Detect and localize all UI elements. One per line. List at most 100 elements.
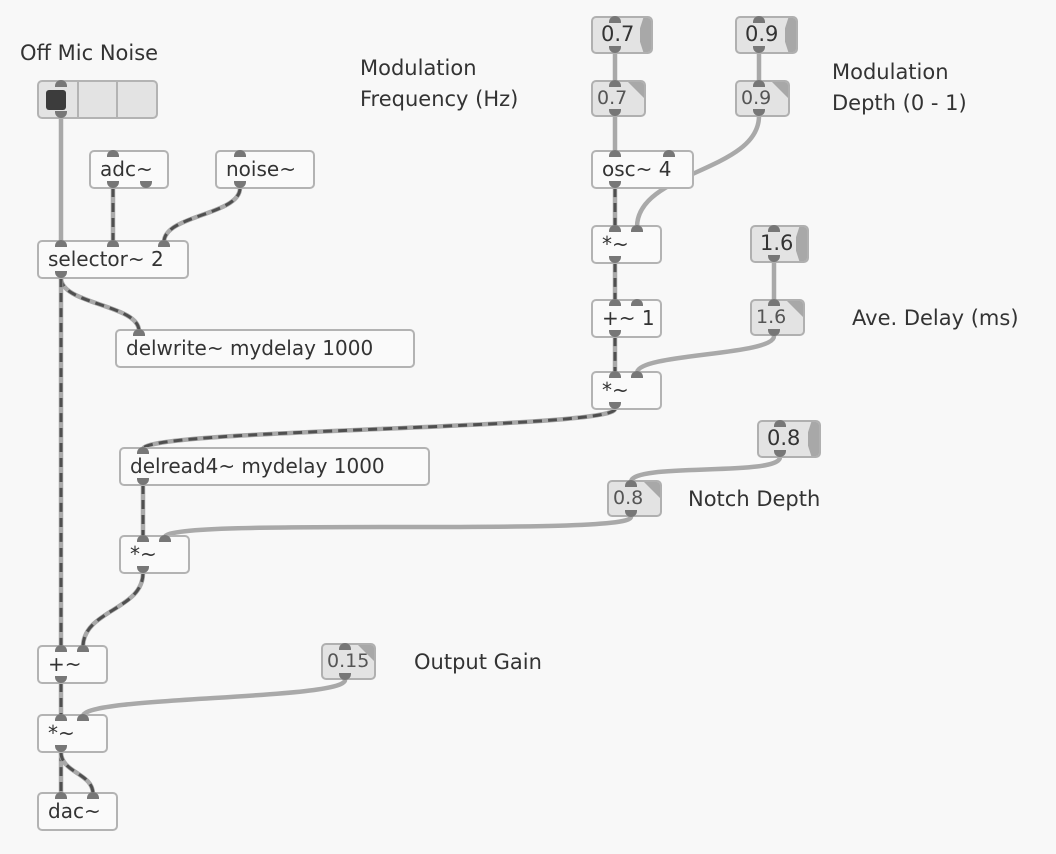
object-adc[interactable]: adc~ xyxy=(89,150,169,189)
inlet-port[interactable] xyxy=(609,225,621,232)
outlet-port[interactable] xyxy=(107,181,119,188)
inlet-port[interactable] xyxy=(339,643,351,650)
object-multiply-2[interactable]: *~ xyxy=(591,371,662,410)
inlet-port[interactable] xyxy=(55,80,67,87)
flonum-value: 0.15 xyxy=(327,650,370,672)
inlet-port[interactable] xyxy=(87,792,99,799)
object-add-1[interactable]: +~ 1 xyxy=(591,299,662,338)
outlet-port[interactable] xyxy=(774,450,786,457)
radio-cell-3[interactable] xyxy=(118,82,156,117)
inlet-port[interactable] xyxy=(625,480,637,487)
outlet-port[interactable] xyxy=(625,510,637,517)
outlet-port[interactable] xyxy=(55,111,67,118)
object-delread4[interactable]: delread4~ mydelay 1000 xyxy=(119,447,430,486)
inlet-port[interactable] xyxy=(609,150,621,157)
signal-cord-dash xyxy=(59,277,141,332)
outlet-port[interactable] xyxy=(609,181,621,188)
inlet-port[interactable] xyxy=(107,150,119,157)
inlet-port[interactable] xyxy=(753,16,765,23)
radio-cell-2[interactable] xyxy=(79,82,119,117)
numbox-mod-depth-control[interactable]: 0.9 xyxy=(735,16,798,54)
outlet-port[interactable] xyxy=(609,46,621,53)
object-multiply-3[interactable]: *~ xyxy=(119,535,190,574)
signal-cord[interactable] xyxy=(58,749,96,797)
inlet-port[interactable] xyxy=(234,150,246,157)
numbox-notch-depth-control[interactable]: 0.8 xyxy=(757,420,821,458)
object-multiply-1[interactable]: *~ xyxy=(591,225,662,264)
inlet-port[interactable] xyxy=(631,225,643,232)
inlet-port[interactable] xyxy=(55,240,67,247)
inlet-port[interactable] xyxy=(137,447,149,454)
numbox-flag-icon xyxy=(808,422,819,456)
object-noise[interactable]: noise~ xyxy=(215,150,315,189)
inlet-port[interactable] xyxy=(609,371,621,378)
control-cord[interactable] xyxy=(162,514,634,540)
label-mod-depth-2: Depth (0 - 1) xyxy=(832,91,967,115)
object-delwrite[interactable]: delwrite~ mydelay 1000 xyxy=(115,329,415,368)
label-mod-frequency-1: Modulation xyxy=(360,56,477,80)
object-dac[interactable]: dac~ xyxy=(37,792,118,831)
control-cord[interactable] xyxy=(628,454,783,485)
signal-cord[interactable] xyxy=(140,406,618,452)
object-multiply-4[interactable]: *~ xyxy=(37,714,108,753)
inlet-port[interactable] xyxy=(137,535,149,542)
inlet-port[interactable] xyxy=(774,420,786,427)
inlet-port[interactable] xyxy=(631,299,643,306)
outlet-port[interactable] xyxy=(234,181,246,188)
inlet-port[interactable] xyxy=(55,645,67,652)
inlet-port[interactable] xyxy=(663,150,675,157)
outlet-port[interactable] xyxy=(55,271,67,278)
signal-cord[interactable] xyxy=(58,275,142,334)
inlet-port[interactable] xyxy=(609,80,621,87)
outlet-port[interactable] xyxy=(609,330,621,337)
inlet-port[interactable] xyxy=(159,535,171,542)
numbox-flag-icon xyxy=(785,18,796,52)
signal-cord-dash xyxy=(141,407,617,451)
outlet-port[interactable] xyxy=(609,109,621,116)
flonum-flag-icon xyxy=(628,82,644,98)
radio-cell-1[interactable] xyxy=(39,82,79,117)
control-cord[interactable] xyxy=(634,333,777,376)
inlet-port[interactable] xyxy=(768,299,780,306)
outlet-port[interactable] xyxy=(753,109,765,116)
inlet-port[interactable] xyxy=(107,240,119,247)
outlet-port[interactable] xyxy=(137,566,149,573)
inlet-port[interactable] xyxy=(55,714,67,721)
outlet-port[interactable] xyxy=(140,181,152,188)
label-ave-delay: Ave. Delay (ms) xyxy=(852,306,1019,330)
inlet-port[interactable] xyxy=(631,371,643,378)
inlet-port[interactable] xyxy=(77,714,89,721)
inlet-port[interactable] xyxy=(55,792,67,799)
outlet-port[interactable] xyxy=(609,402,621,409)
outlet-port[interactable] xyxy=(768,329,780,336)
outlet-port[interactable] xyxy=(55,745,67,752)
outlet-port[interactable] xyxy=(768,255,780,262)
inlet-port[interactable] xyxy=(609,16,621,23)
numbox-flag-icon xyxy=(640,18,651,52)
outlet-port[interactable] xyxy=(137,478,149,485)
object-osc[interactable]: osc~ 4 xyxy=(591,150,694,189)
inlet-port[interactable] xyxy=(158,240,170,247)
flonum-value: 1.6 xyxy=(756,306,787,328)
numbox-flag-icon xyxy=(796,227,807,261)
inlet-port[interactable] xyxy=(77,645,89,652)
numbox-mod-frequency-control[interactable]: 0.7 xyxy=(591,16,653,54)
signal-cord-dash xyxy=(162,187,242,243)
signal-cord[interactable] xyxy=(161,185,243,245)
object-add-2[interactable]: +~ xyxy=(37,645,108,684)
outlet-port[interactable] xyxy=(55,676,67,683)
inlet-port[interactable] xyxy=(768,225,780,232)
flonum-value: 0.7 xyxy=(597,87,628,109)
signal-cord[interactable] xyxy=(80,570,146,650)
outlet-port[interactable] xyxy=(753,46,765,53)
inlet-port[interactable] xyxy=(133,329,145,336)
label-notch-depth: Notch Depth xyxy=(688,487,821,511)
flonum-flag-icon xyxy=(787,301,803,317)
control-cord[interactable] xyxy=(80,677,348,719)
outlet-port[interactable] xyxy=(339,673,351,680)
inlet-port[interactable] xyxy=(753,80,765,87)
inlet-port[interactable] xyxy=(609,299,621,306)
numbox-value: 1.6 xyxy=(760,231,794,255)
flonum-value: 0.9 xyxy=(741,87,772,109)
outlet-port[interactable] xyxy=(609,256,621,263)
